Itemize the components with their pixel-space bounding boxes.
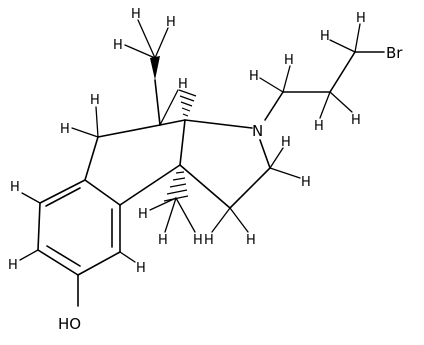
h-label: H [356, 11, 366, 26]
atom-labels: N HO Br H H H H H H H H H H H H H H H H … [8, 7, 403, 333]
h-label: H [249, 69, 259, 84]
aromatic-ring [37, 179, 121, 276]
h-label: H [204, 233, 214, 248]
h-label: H [314, 119, 324, 134]
h-label: H [193, 233, 203, 248]
h-label: H [158, 233, 168, 248]
ring-skeleton [77, 51, 385, 307]
h-label: H [131, 7, 141, 22]
stereo-bonds [150, 56, 197, 202]
hydrogen-bonds [19, 19, 361, 263]
h-label: H [60, 122, 70, 137]
h-label: H [246, 233, 256, 248]
h-label: H [8, 258, 18, 273]
h-label: H [178, 77, 188, 92]
h-label: H [281, 135, 291, 150]
h-label: H [351, 113, 361, 128]
h-label: H [284, 53, 294, 68]
hydroxyl-label: HO [58, 315, 81, 333]
h-label: H [10, 180, 20, 195]
nitrogen-label: N [252, 122, 263, 140]
h-label: H [90, 93, 100, 108]
h-label: H [301, 175, 311, 190]
h-label: H [113, 38, 123, 53]
h-label: H [136, 261, 146, 276]
h-label: H [320, 29, 330, 44]
h-label: H [138, 207, 148, 222]
h-label: H [166, 15, 176, 30]
bromine-label: Br [386, 44, 403, 62]
